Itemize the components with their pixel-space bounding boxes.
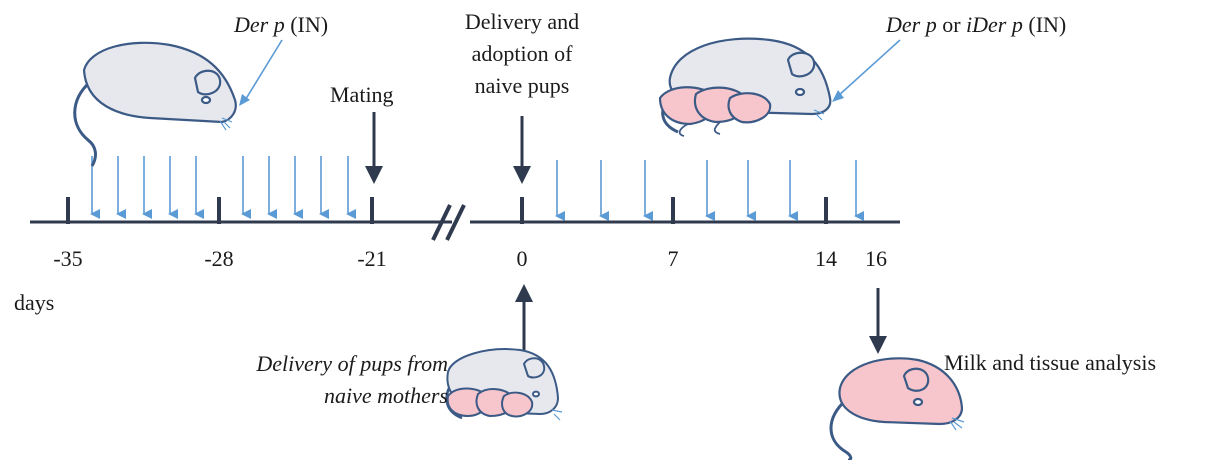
- route-label: (IN): [290, 12, 329, 37]
- route-label: (IN): [1028, 12, 1067, 37]
- analysis-arrow: [869, 288, 887, 354]
- agent-label: iDer p: [966, 12, 1023, 37]
- delivery-arrow: [513, 116, 531, 184]
- analysis-label: Milk and tissue analysis: [944, 350, 1157, 375]
- treatment-pointer-right: [832, 39, 901, 102]
- tick-label: 0: [516, 246, 528, 271]
- treatment-arrows-post: [555, 160, 864, 221]
- delivery-adoption-label: Delivery and adoption of naive pups: [432, 6, 612, 102]
- mouse-gray-icon: [73, 41, 237, 167]
- treatment-pointer-left: [239, 39, 283, 106]
- mouse-pink-icon: [829, 357, 965, 460]
- delivery-adoption-line: adoption of: [471, 41, 573, 66]
- pups-source-line: naive mothers: [323, 383, 448, 408]
- pups-source-arrow: [515, 284, 533, 350]
- tick-label: -28: [204, 246, 234, 271]
- conjunction-label: or: [942, 12, 961, 37]
- mating-arrow: [365, 112, 383, 184]
- delivery-adoption-line: naive pups: [474, 73, 570, 98]
- delivery-adoption-line: Delivery and: [464, 9, 580, 34]
- mating-label: Mating: [330, 82, 394, 107]
- mouse-gray-with-pups-icon: [445, 348, 563, 421]
- mouse-gray-with-pups-icon: [658, 37, 832, 137]
- pups-source-label: Delivery of pups from naive mothers: [180, 348, 448, 412]
- tick-label: -35: [53, 246, 83, 271]
- treatment-label-left: Der p (IN): [234, 10, 328, 39]
- pups-source-line: Delivery of pups from: [256, 351, 448, 376]
- tick-marks: [66, 197, 828, 224]
- treatment-label-right: Der p or iDer p (IN): [886, 10, 1066, 39]
- unit-label: days: [14, 290, 55, 315]
- agent-label: Der p: [234, 12, 285, 37]
- tick-label: -21: [357, 246, 387, 271]
- tick-label: 16: [865, 246, 887, 271]
- tick-label: 14: [815, 246, 837, 271]
- tick-label: 7: [667, 246, 679, 271]
- agent-label: Der p: [886, 12, 937, 37]
- axis-break-icon: [431, 204, 466, 241]
